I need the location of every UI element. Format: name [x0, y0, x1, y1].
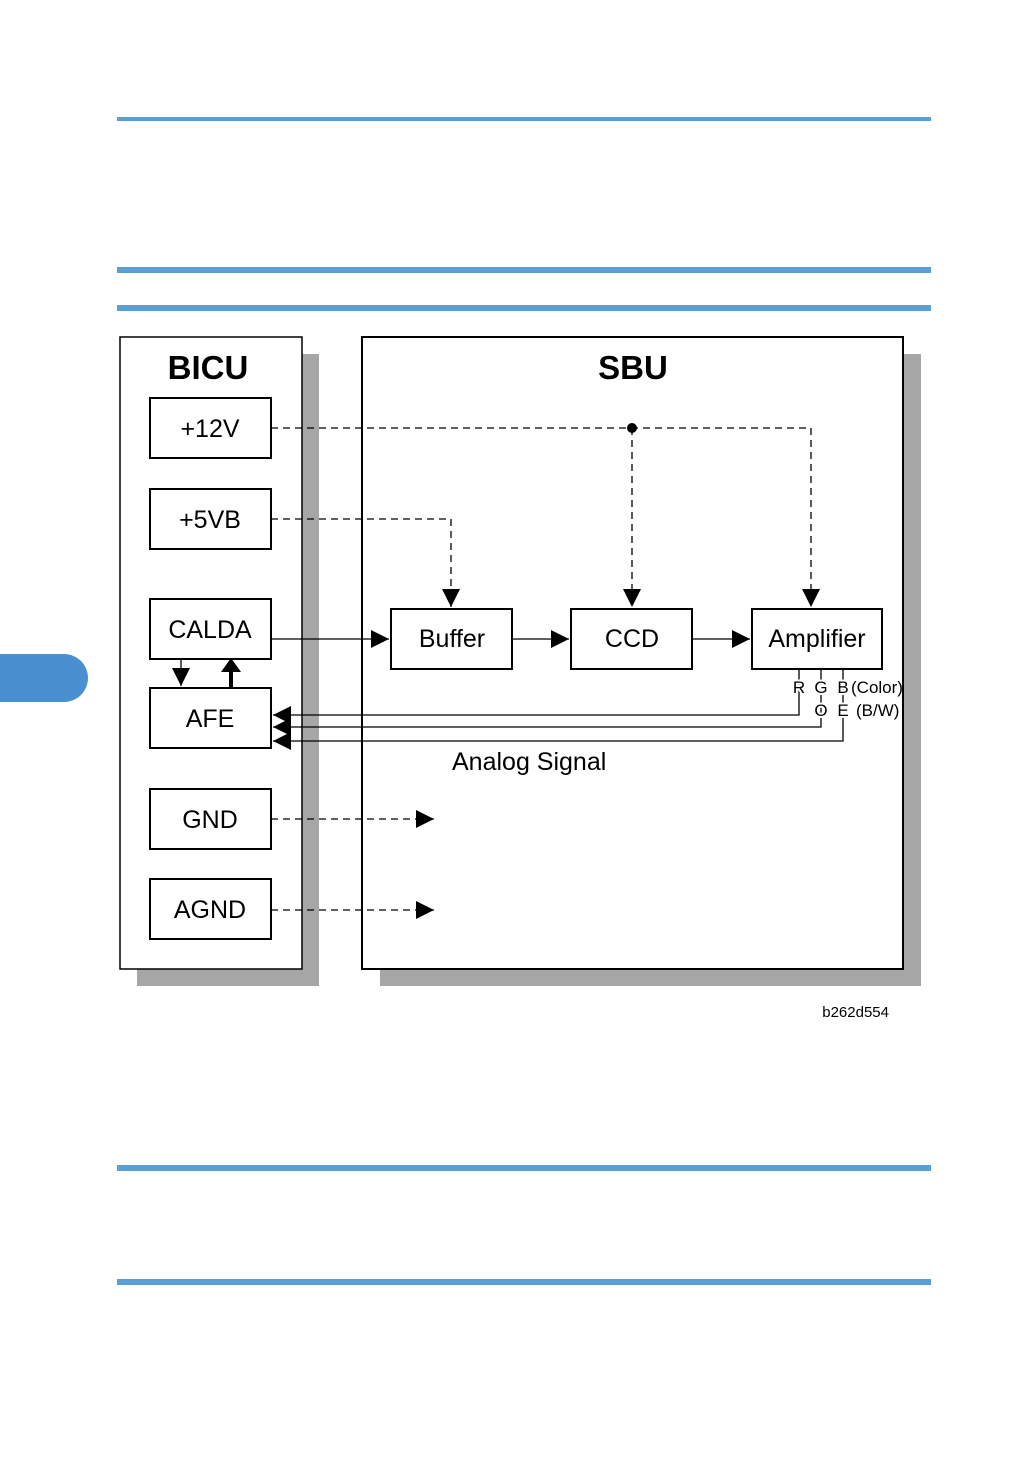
calda-label: CALDA	[168, 616, 252, 644]
v12-junction-dot	[627, 423, 637, 433]
gnd-label: GND	[182, 806, 238, 834]
analog-signal-label: Analog Signal	[452, 748, 606, 776]
color-mode-label: (Color)	[851, 678, 903, 697]
amplifier-label: Amplifier	[768, 625, 865, 653]
agnd-label: AGND	[174, 896, 246, 924]
buffer-label: Buffer	[419, 625, 485, 653]
o-channel-label: O	[814, 701, 827, 720]
b-channel-label: B	[837, 678, 848, 697]
bicu-title: BICU	[168, 349, 249, 386]
bw-mode-label: (B/W)	[856, 701, 899, 720]
g-channel-label: G	[814, 678, 827, 697]
r-channel-label: R	[793, 678, 805, 697]
figure-id: b262d554	[822, 1004, 889, 1021]
e-channel-label: E	[837, 701, 848, 720]
afe-label: AFE	[186, 705, 235, 733]
v5vb-label: +5VB	[179, 506, 241, 534]
ccd-label: CCD	[605, 625, 659, 653]
v12-label: +12V	[180, 415, 239, 443]
sbu-title: SBU	[598, 349, 668, 386]
